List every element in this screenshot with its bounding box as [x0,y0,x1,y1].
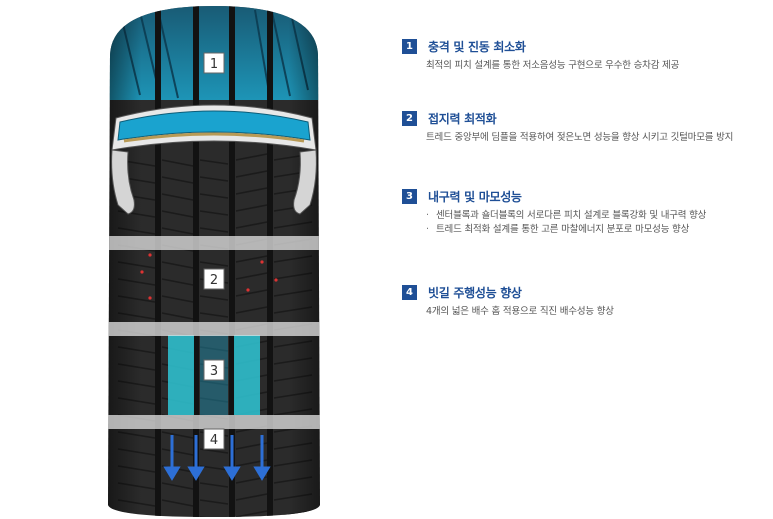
feature-number-badge: 4 [402,284,417,300]
bullet-text: 트레드 최적화 설계를 통한 고른 마찰에너지 분포로 마모성능 향상 [436,224,690,235]
figure-marker-3: 3 [203,359,225,381]
figure-marker-label: 1 [210,57,218,72]
feature-description: 트레드 중앙부에 딤플을 적용하여 젖은노면 성능을 향상 시키고 깃털마모를 … [426,132,734,143]
figure-markers: 1 2 3 4 [203,52,225,450]
feature-4: 4 빗길 주행성능 향상 4개의 넓은 배수 홈 적용으로 직진 배수성능 향상 [402,283,770,319]
feature-number-badge: 3 [402,188,417,204]
figure-marker-4: 4 [203,428,225,450]
figure-marker-2: 2 [203,268,225,290]
feature-title: 충격 및 진동 최소화 [428,39,526,54]
figure-marker-1: 1 [203,52,225,74]
feature-3: 3 내구력 및 마모성능 · 센터블록과 숄더블록의 서로다른 피치 설계로 블… [402,187,770,237]
feature-1: 1 충격 및 진동 최소화 최적의 피치 설계를 통한 저소음성능 구현으로 우… [402,37,770,73]
feature-description: 4개의 넓은 배수 홈 적용으로 직진 배수성능 향상 [426,306,614,317]
section-divider-bands [108,236,320,429]
figure-marker-label: 2 [210,273,218,288]
feature-description-list: · 센터블록과 숄더블록의 서로다른 피치 설계로 블록강화 및 내구력 향상 … [426,209,770,237]
feature-title: 빗길 주행성능 향상 [428,285,522,300]
feature-title: 접지력 최적화 [428,111,497,126]
figure-marker-label: 4 [210,433,218,448]
bullet-text: 센터블록과 숄더블록의 서로다른 피치 설계로 블록강화 및 내구력 향상 [436,210,707,221]
feature-title: 내구력 및 마모성능 [428,189,522,204]
bullet-item: · 트레드 최적화 설계를 통한 고른 마찰에너지 분포로 마모성능 향상 [426,223,770,237]
feature-2: 2 접지력 최적화 트레드 중앙부에 딤플을 적용하여 젖은노면 성능을 향상 … [402,109,770,145]
feature-number-badge: 2 [402,110,417,126]
feature-description: 최적의 피치 설계를 통한 저소음성능 구현으로 우수한 승차감 제공 [426,60,680,71]
bullet-item: · 센터블록과 숄더블록의 서로다른 피치 설계로 블록강화 및 내구력 향상 [426,209,770,223]
bullet-dot: · [426,210,429,221]
feature-number-badge: 1 [402,38,417,54]
belt-cross-section [111,104,317,215]
figure-marker-label: 3 [210,364,218,379]
bullet-dot: · [426,224,429,235]
